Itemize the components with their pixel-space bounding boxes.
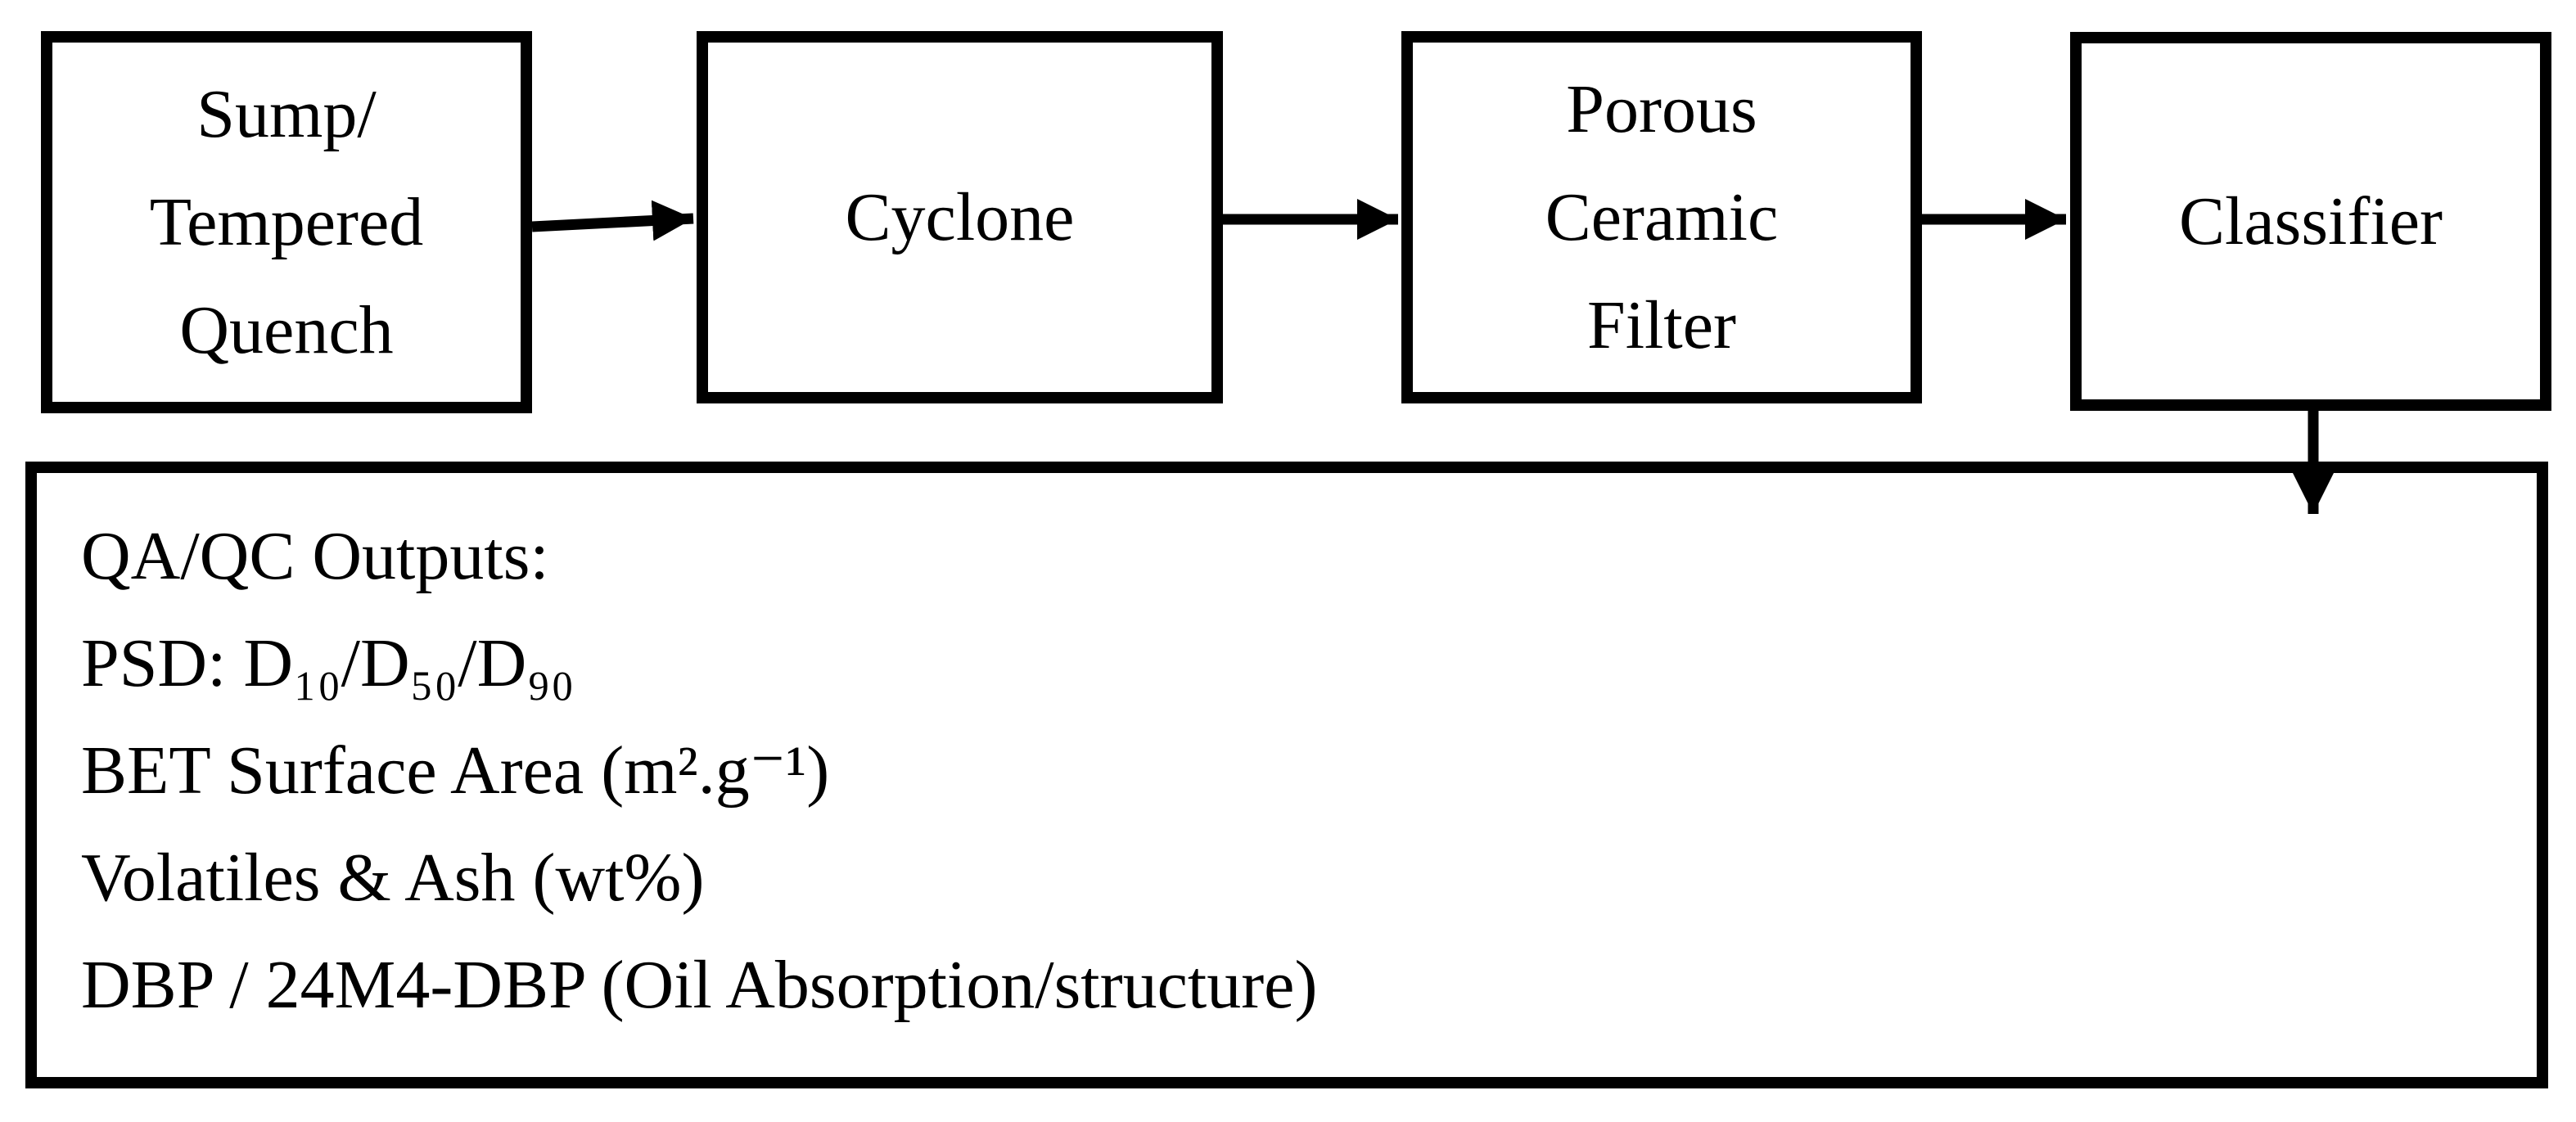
text-line: Volatiles & Ash (wt%) [81,840,705,916]
text-line: PSD: D₁₀/D₅₀/D₉₀ [81,625,575,701]
text-line: Tempered [149,183,424,260]
text-line: Ceramic [1545,178,1779,255]
text-line: QA/QC Outputs: [81,518,549,594]
process-box-classifier: Classifier [2070,32,2551,411]
text-line: Porous [1566,70,1757,147]
text-line: Classifier [2179,182,2443,259]
arrow-sump-to-cyclone-icon [531,200,694,241]
text-line: DBP / 24M4-DBP (Oil Absorption/structure… [81,947,1318,1023]
text-line: Cyclone [845,178,1075,255]
text-line: Sump/ [196,75,377,152]
qaqc-outputs-box: QA/QC Outputs: PSD: D₁₀/D₅₀/D₉₀ BET Surfac… [25,462,2548,1088]
process-box-cyclone: Cyclone [697,31,1223,403]
text-line: Filter [1587,286,1736,363]
text-line: BET Surface Area (m².g⁻¹) [81,732,830,809]
text-line: Quench [179,291,394,368]
